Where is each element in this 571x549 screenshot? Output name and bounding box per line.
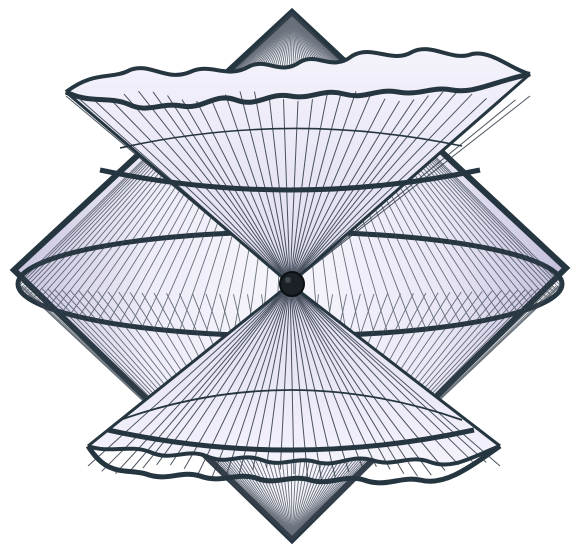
center-vertex-dot [280,272,304,296]
